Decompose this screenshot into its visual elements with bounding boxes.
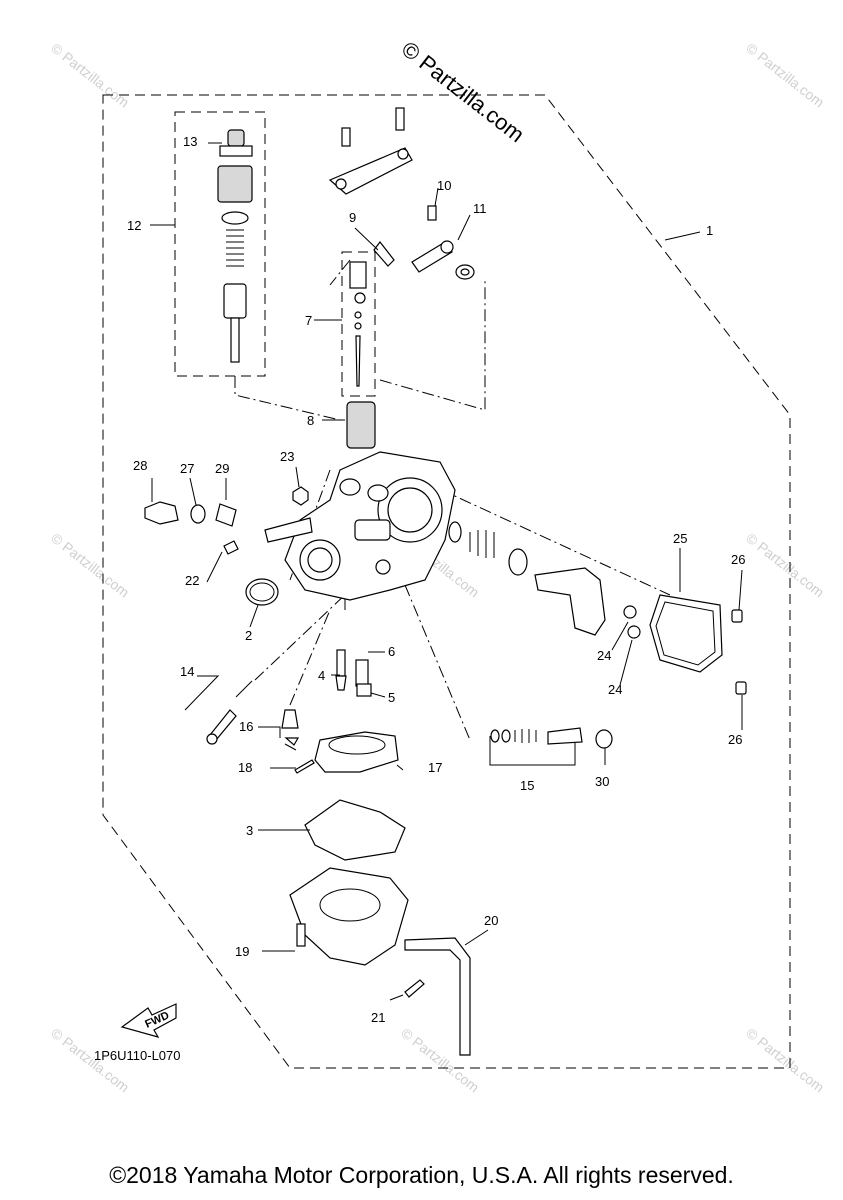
callout-30: 30 bbox=[595, 774, 609, 789]
callout-28: 28 bbox=[133, 458, 147, 473]
callout-20: 20 bbox=[484, 913, 498, 928]
callout-23: 23 bbox=[280, 449, 294, 464]
callout-labels: 1 2 3 4 5 6 7 8 9 10 11 12 13 14 15 16 1… bbox=[127, 134, 745, 1025]
watermark-main: © Partzilla.com bbox=[397, 36, 529, 147]
callout-10: 10 bbox=[437, 178, 451, 193]
callout-11: 11 bbox=[473, 201, 487, 216]
fwd-arrow-icon: FWD bbox=[120, 1003, 177, 1038]
callout-leaders bbox=[150, 142, 743, 1001]
callout-25: 25 bbox=[673, 531, 687, 546]
part-17-float bbox=[314, 731, 399, 773]
callout-3: 3 bbox=[246, 823, 253, 838]
copyright-notice: ©2018 Yamaha Motor Corporation, U.S.A. A… bbox=[109, 1162, 734, 1188]
float-bowl bbox=[289, 867, 471, 1056]
callout-12: 12 bbox=[127, 218, 141, 233]
watermark-faint: © Partzilla.com bbox=[743, 40, 827, 111]
faint-watermarks: © Partzilla.com © Partzilla.com © Partzi… bbox=[48, 40, 827, 1096]
callout-26a: 26 bbox=[731, 552, 745, 567]
part-7-needle bbox=[349, 261, 367, 387]
callout-26b: 26 bbox=[728, 732, 742, 747]
callout-14: 14 bbox=[180, 664, 194, 679]
callout-13: 13 bbox=[183, 134, 197, 149]
part-23-nut bbox=[292, 486, 309, 506]
callout-29: 29 bbox=[215, 461, 229, 476]
callout-19: 19 bbox=[235, 944, 249, 959]
callout-17: 17 bbox=[428, 760, 442, 775]
part-16-float-valve bbox=[281, 709, 300, 746]
callout-2: 2 bbox=[245, 628, 252, 643]
part-12-assembly bbox=[217, 129, 253, 363]
callout-7: 7 bbox=[305, 313, 312, 328]
part-14-screw bbox=[206, 680, 253, 745]
assembly-border bbox=[102, 94, 791, 1069]
group-box-7 bbox=[341, 251, 376, 397]
callout-15: 15 bbox=[520, 778, 534, 793]
callout-9: 9 bbox=[349, 210, 356, 225]
jets-4-5-6 bbox=[335, 649, 372, 697]
callout-1: 1 bbox=[706, 223, 713, 238]
callout-8: 8 bbox=[307, 413, 314, 428]
throttle-lever-parts bbox=[373, 205, 475, 280]
accelerator-pump-parts bbox=[448, 521, 606, 636]
parts-27-28-29 bbox=[144, 501, 237, 527]
callout-22: 22 bbox=[185, 573, 199, 588]
callout-21: 21 bbox=[371, 1010, 385, 1025]
diagram-code: 1P6U110-L070 bbox=[94, 1048, 181, 1063]
part-25-cover bbox=[623, 594, 747, 695]
callout-27: 27 bbox=[180, 461, 194, 476]
group-box-12 bbox=[174, 111, 266, 377]
leader-lines bbox=[234, 259, 671, 741]
callout-24b: 24 bbox=[608, 682, 622, 697]
top-cover-plate bbox=[328, 107, 413, 195]
part-15-screw-set bbox=[490, 727, 613, 749]
watermark-faint: © Partzilla.com bbox=[743, 1025, 827, 1096]
part-18-pin bbox=[294, 759, 315, 774]
part-3-gasket bbox=[304, 799, 406, 861]
callout-6: 6 bbox=[388, 644, 395, 659]
part-22-screw bbox=[223, 540, 239, 555]
callout-24a: 24 bbox=[597, 648, 611, 663]
callout-16: 16 bbox=[239, 719, 253, 734]
carburetor-body bbox=[264, 451, 456, 601]
watermark-faint: © Partzilla.com bbox=[48, 40, 132, 111]
watermark-faint: © Partzilla.com bbox=[743, 530, 827, 601]
callout-5: 5 bbox=[388, 690, 395, 705]
callout-4: 4 bbox=[318, 668, 325, 683]
callout-18: 18 bbox=[238, 760, 252, 775]
part-8-throttle-valve bbox=[346, 401, 376, 449]
watermark-faint: © Partzilla.com bbox=[48, 530, 132, 601]
